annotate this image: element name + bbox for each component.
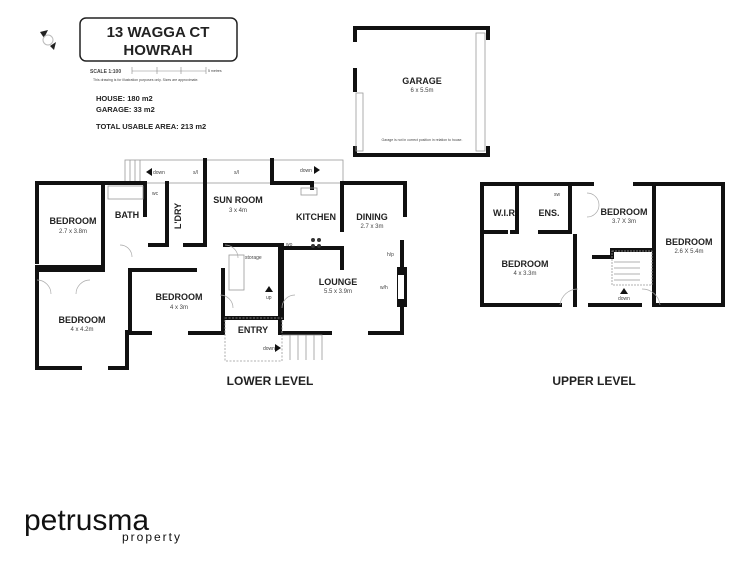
arrow-right-icon	[314, 166, 320, 174]
disclaimer: This drawing is for illustration purpose…	[93, 78, 198, 82]
room-label-bath: BATH	[115, 210, 139, 220]
lower-level-labels: BEDROOM 2.7 x 3.8m BATH L'DRY SUN ROOM 3…	[50, 166, 394, 352]
scale-unit: 5 metres	[208, 69, 222, 73]
stairs-down-label: down	[618, 296, 630, 302]
room-dims: 2.6 X 5.4m	[674, 249, 703, 255]
room-label-laundry: L'DRY	[173, 203, 183, 229]
room-dims: 4 x 3.3m	[513, 271, 536, 277]
room-label-dining: DINING	[356, 212, 388, 222]
shower-label: sw	[554, 192, 561, 198]
garage-dims: 6 x 5.5m	[410, 88, 433, 94]
room-label-bedroom: BEDROOM	[59, 315, 106, 325]
arrow-up-icon	[620, 288, 628, 294]
lower-level-title: LOWER LEVEL	[227, 374, 314, 388]
room-dims: 2.7 x 3m	[360, 224, 383, 230]
garage-plan	[353, 26, 490, 157]
wall-oven-label: wo	[286, 242, 293, 248]
scale-label: SCALE 1:100	[90, 69, 121, 75]
room-label-kitchen: KITCHEN	[296, 212, 336, 222]
stairs-down-label: down	[300, 168, 312, 174]
room-label-sun-room: SUN ROOM	[213, 195, 263, 205]
garage-note: Garage is not in correct position in rel…	[382, 138, 463, 142]
address-line1: 13 WAGGA CT	[107, 24, 210, 41]
room-dims: 3.7 X 3m	[612, 219, 636, 225]
lower-level-plan	[35, 158, 407, 370]
room-dims: 2.7 x 3.8m	[59, 229, 87, 235]
garage-area: GARAGE: 33 m2	[96, 105, 155, 114]
room-dims: 4 x 4.2m	[70, 327, 93, 333]
arrow-up-icon	[265, 286, 273, 292]
room-label-lounge: LOUNGE	[319, 277, 358, 287]
brand-subtitle: property	[122, 530, 182, 544]
room-label-bedroom: BEDROOM	[502, 259, 549, 269]
skylight-label: s/l	[234, 170, 239, 176]
skylight-label: s/l	[193, 170, 198, 176]
stairs-up-label: up	[266, 295, 272, 301]
stairs-down-label: down	[153, 170, 165, 176]
wc-label: wc	[152, 191, 159, 197]
room-label-walk-in-robe: W.I.R	[493, 208, 515, 218]
wood-heater-label: w/h	[380, 285, 388, 291]
room-dims: 5.5 x 3.9m	[324, 289, 352, 295]
upper-level-plan	[480, 182, 725, 307]
house-area: HOUSE: 180 m2	[96, 94, 153, 103]
stairs-down-label: down	[263, 346, 275, 352]
total-area: TOTAL USABLE AREA: 213 m2	[96, 122, 206, 131]
address-box	[79, 17, 238, 62]
brand-logo: petrusma	[24, 504, 149, 537]
room-label-bedroom: BEDROOM	[601, 207, 648, 217]
arrow-left-icon	[146, 168, 152, 176]
room-dims: 4 x 3m	[170, 305, 188, 311]
upper-level-labels: W.I.R ENS. sw BEDROOM 3.7 X 3m BEDROOM 2…	[493, 192, 713, 302]
upper-level-title: UPPER LEVEL	[552, 374, 635, 388]
arrow-right-icon	[275, 344, 281, 352]
room-dims: 3 x 4m	[229, 208, 247, 214]
room-label-bedroom: BEDROOM	[666, 237, 713, 247]
garage-label: GARAGE	[402, 76, 442, 86]
compass-icon	[40, 30, 56, 50]
room-label-ensuite: ENS.	[538, 208, 559, 218]
room-label-entry: ENTRY	[238, 325, 268, 335]
room-label-bedroom: BEDROOM	[156, 292, 203, 302]
heat-pump-label: h/p	[387, 252, 394, 258]
scale-bar	[131, 67, 207, 74]
address-line2: HOWRAH	[123, 42, 192, 59]
room-label-bedroom: BEDROOM	[50, 216, 97, 226]
storage-label: storage	[245, 255, 262, 261]
